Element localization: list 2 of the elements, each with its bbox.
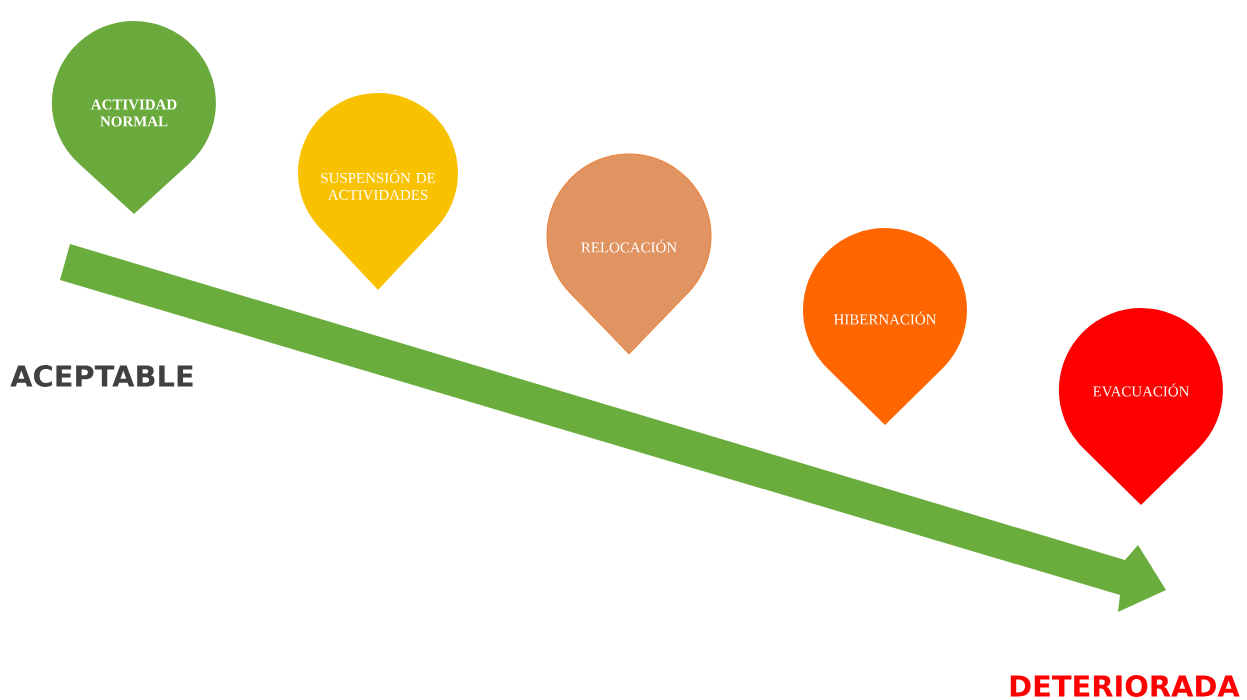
scale-label: ACEPTABLE [10, 365, 193, 387]
scale-label: DETERIORADA [1010, 675, 1240, 697]
